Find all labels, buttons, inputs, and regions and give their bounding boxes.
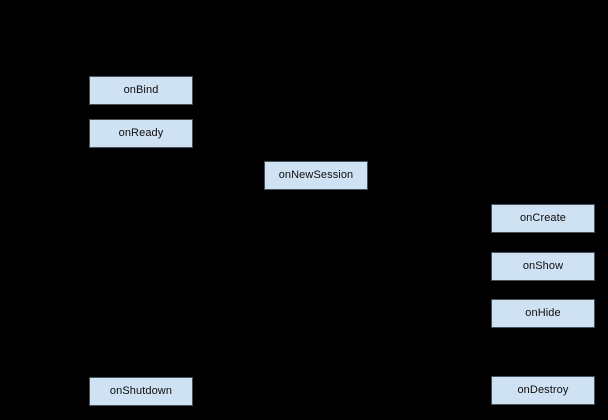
flow-node-onnewsession: onNewSession — [264, 161, 368, 190]
flow-node-onbind: onBind — [89, 76, 193, 105]
flow-node-label: onBind — [123, 84, 159, 96]
flow-node-label: onCreate — [519, 212, 567, 224]
flow-node-oncreate: onCreate — [491, 204, 595, 233]
flow-node-ondestroy: onDestroy — [491, 376, 595, 405]
flow-node-label: onDestroy — [517, 384, 569, 396]
flow-node-onhide: onHide — [491, 299, 595, 328]
flow-node-label: onReady — [118, 127, 164, 139]
flow-node-onready: onReady — [89, 119, 193, 148]
flow-node-label: onHide — [525, 307, 561, 319]
flow-node-label: onShutdown — [109, 385, 173, 397]
flow-node-label: onShow — [522, 260, 564, 272]
flow-node-onshutdown: onShutdown — [89, 377, 193, 406]
flow-node-label: onNewSession — [278, 169, 354, 181]
flow-node-onshow: onShow — [491, 252, 595, 281]
